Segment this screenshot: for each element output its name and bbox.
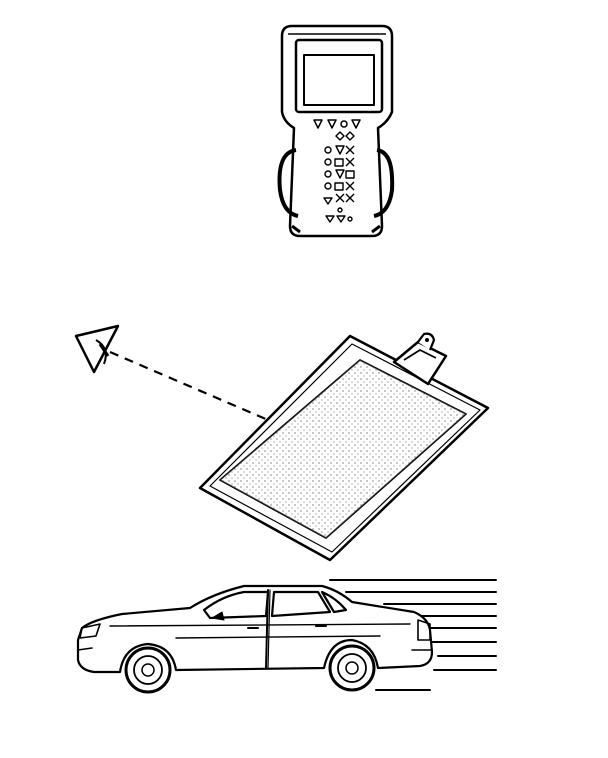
scan-tool-screen-bezel [294, 38, 384, 114]
car [76, 579, 497, 694]
car-front-wheel [124, 646, 172, 694]
scan-tool-keypad [323, 131, 355, 223]
eye-icon [74, 324, 120, 374]
speed-lines [329, 579, 497, 671]
scan-tool-function-keys [313, 119, 361, 129]
scan-tool-screen [303, 54, 375, 106]
scan-tool-right-grip [373, 148, 395, 218]
scan-tool-left-grip [277, 148, 299, 218]
sight-line [109, 350, 283, 428]
clipboard-paper [219, 359, 467, 539]
scan-tool [277, 24, 395, 238]
clipboard-clip [392, 340, 448, 386]
scan-tool-body [280, 24, 394, 238]
car-rear-wheel [328, 644, 376, 692]
clipboard [198, 332, 490, 562]
